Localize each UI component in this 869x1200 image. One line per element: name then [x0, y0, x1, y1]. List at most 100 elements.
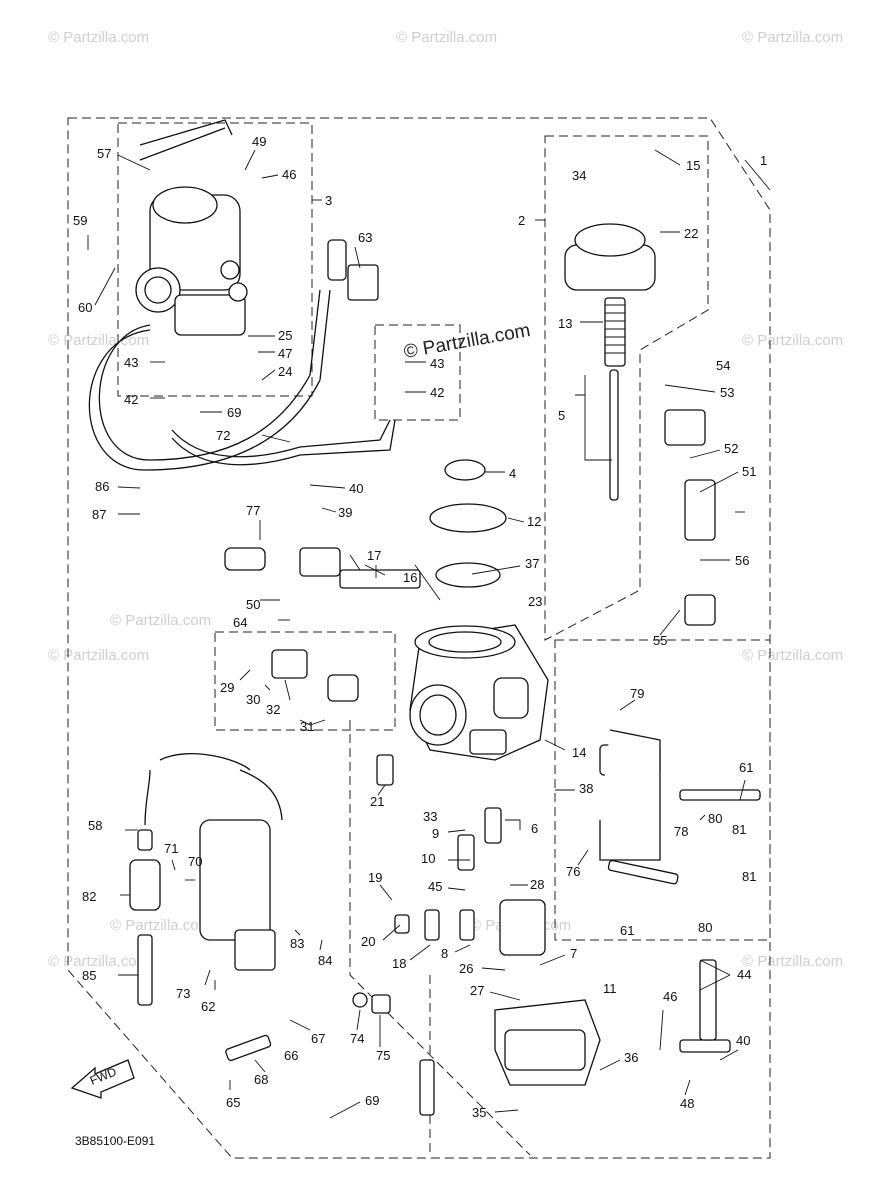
- callout: 69: [227, 405, 241, 420]
- watermark: © Partzilla.com: [742, 332, 843, 349]
- watermark: © Partzilla.com: [110, 917, 211, 934]
- callout: 39: [338, 505, 352, 520]
- callout: 66: [284, 1048, 298, 1063]
- callout: 11: [603, 981, 617, 996]
- callout: 2: [518, 213, 525, 228]
- callout: 16: [403, 570, 417, 585]
- callout: 50: [246, 597, 260, 612]
- callout: 42: [124, 392, 138, 407]
- watermark: © Partzilla.com: [48, 29, 149, 46]
- hoses: [88, 289, 396, 826]
- callout: 68: [254, 1072, 268, 1087]
- callout: 3: [325, 193, 332, 208]
- callout: 84: [318, 953, 332, 968]
- callout: 22: [684, 226, 698, 241]
- callout: 8: [441, 946, 448, 961]
- callout: 1: [760, 153, 767, 168]
- callout: 67: [311, 1031, 325, 1046]
- callout: 48: [680, 1096, 694, 1111]
- callout: 70: [188, 854, 202, 869]
- callout: 29: [220, 680, 234, 695]
- callout: 63: [358, 230, 372, 245]
- callout: 4: [509, 466, 516, 481]
- callout: 21: [370, 794, 384, 809]
- callout: 27: [470, 983, 484, 998]
- callout: 25: [278, 328, 292, 343]
- callout: 14: [572, 745, 586, 760]
- watermark-prominent: © Partzilla.com: [402, 320, 532, 363]
- watermark: © Partzilla.com: [742, 953, 843, 970]
- callout: 62: [201, 999, 215, 1014]
- callout: 36: [624, 1050, 638, 1065]
- callout: 34: [572, 168, 586, 183]
- callout: 13: [558, 316, 572, 331]
- callout: 74: [350, 1031, 364, 1046]
- carburetor-body: [409, 624, 549, 761]
- callout-labels: 1 2 3 4 5 6 7 8 9 10 11 12 13 14 15 16 1…: [73, 134, 767, 1120]
- callout: 71: [164, 841, 178, 856]
- callout: 12: [527, 514, 541, 529]
- callout: 87: [92, 507, 106, 522]
- callout: 83: [290, 936, 304, 951]
- callout: 20: [361, 934, 375, 949]
- callout: 86: [95, 479, 109, 494]
- callout: 40: [736, 1033, 750, 1048]
- callout: 75: [376, 1048, 390, 1063]
- diagram-code: 3B85100-E091: [75, 1134, 155, 1148]
- callout: 44: [737, 967, 751, 982]
- callout: 64: [233, 615, 247, 630]
- callout: 82: [82, 889, 96, 904]
- watermark: © Partzilla.com: [396, 29, 497, 46]
- callout: 46: [663, 989, 677, 1004]
- callout: 42: [430, 385, 444, 400]
- callout: 32: [266, 702, 280, 717]
- watermark: © Partzilla.com: [48, 647, 149, 664]
- watermark: © Partzilla.com: [48, 332, 149, 349]
- callout: 56: [735, 553, 749, 568]
- callout: 47: [278, 346, 292, 361]
- callout: 85: [82, 968, 96, 983]
- callout: 46: [282, 167, 296, 182]
- callout: 38: [579, 781, 593, 796]
- callout: 73: [176, 986, 190, 1001]
- watermark: © Partzilla.com: [742, 647, 843, 664]
- watermark-layer: © Partzilla.com © Partzilla.com © Partzi…: [48, 29, 843, 970]
- callout: 72: [216, 428, 230, 443]
- watermark: © Partzilla.com: [48, 953, 149, 970]
- callout: 17: [367, 548, 381, 563]
- callout: 26: [459, 961, 473, 976]
- callout: 78: [674, 824, 688, 839]
- callout: 51: [742, 464, 756, 479]
- callout: 6: [531, 821, 538, 836]
- callout: 57: [97, 146, 111, 161]
- component-shapes: [129, 223, 761, 1116]
- carburetor-assembly: [135, 119, 248, 336]
- callout: 43: [430, 356, 444, 371]
- callout: 43: [124, 355, 138, 370]
- watermark: © Partzilla.com: [742, 29, 843, 46]
- callout: 69: [365, 1093, 379, 1108]
- callout: 45: [428, 879, 442, 894]
- callout: 58: [88, 818, 102, 833]
- watermark: © Partzilla.com: [110, 612, 211, 629]
- fwd-arrow: FWD: [70, 1059, 135, 1099]
- callout: 9: [432, 826, 439, 841]
- callout: 37: [525, 556, 539, 571]
- callout: 77: [246, 503, 260, 518]
- callout: 49: [252, 134, 266, 149]
- callout: 15: [686, 158, 700, 173]
- callout: 81: [742, 869, 756, 884]
- callout: 5: [558, 408, 565, 423]
- callout: 59: [73, 213, 87, 228]
- leader-lines: [87, 149, 771, 1119]
- callout: 65: [226, 1095, 240, 1110]
- callout: 81: [732, 822, 746, 837]
- callout: 31: [300, 719, 314, 734]
- callout: 19: [368, 870, 382, 885]
- callout: 40: [349, 481, 363, 496]
- callout: 80: [708, 811, 722, 826]
- callout: 60: [78, 300, 92, 315]
- callout: 61: [739, 760, 753, 775]
- callout: 10: [421, 851, 435, 866]
